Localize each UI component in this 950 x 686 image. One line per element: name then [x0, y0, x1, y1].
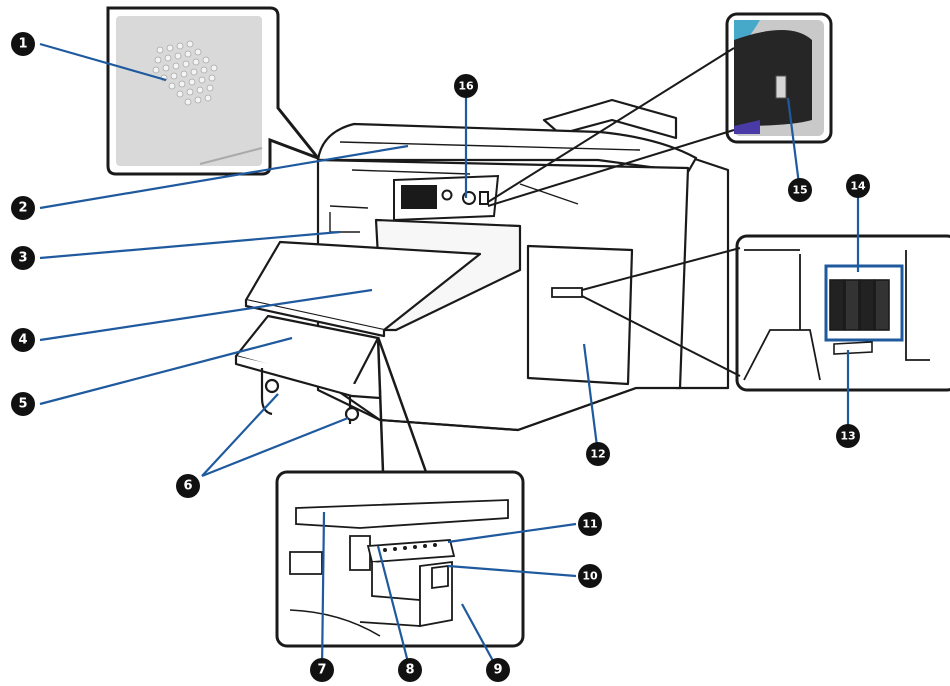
svg-text:13: 13: [840, 430, 855, 443]
svg-text:2: 2: [18, 201, 27, 216]
callout-16: 16: [454, 74, 478, 98]
ink-slot: [551, 287, 583, 298]
inset-connectors: [487, 47, 741, 377]
svg-text:15: 15: [792, 184, 807, 197]
callout-6: 6: [176, 474, 200, 498]
leader-lines: [39, 42, 860, 671]
svg-text:9: 9: [493, 663, 502, 678]
callout-8: 8: [398, 658, 422, 682]
callout-13: 13: [836, 424, 860, 448]
svg-text:5: 5: [18, 397, 27, 412]
callout-5: 5: [11, 392, 35, 416]
callout-7: 7: [310, 658, 334, 682]
port-inset: [725, 12, 833, 144]
lid-details: [329, 141, 641, 233]
svg-text:12: 12: [590, 448, 605, 461]
svg-text:8: 8: [405, 663, 414, 678]
ink-inset: [735, 234, 950, 392]
callout-4: 4: [11, 328, 35, 352]
callout-10: 10: [578, 564, 602, 588]
ink-cartridges: [829, 279, 890, 331]
platen: [244, 240, 482, 338]
svg-text:11: 11: [582, 518, 597, 531]
callout-9: 9: [486, 658, 510, 682]
callout-14: 14: [846, 174, 870, 198]
svg-text:4: 4: [18, 333, 27, 348]
callout-3: 3: [11, 246, 35, 270]
callout-1: 1: [11, 32, 35, 56]
control-panel: [393, 174, 500, 222]
callout-2: 2: [11, 196, 35, 220]
svg-text:6: 6: [183, 479, 192, 494]
platen-underside-inset: [275, 336, 525, 648]
svg-text:7: 7: [317, 663, 326, 678]
vent-inset: [106, 6, 323, 176]
callout-15: 15: [788, 178, 812, 202]
svg-text:1: 1: [18, 37, 27, 52]
callout-badges: 1 2 3 4 5 6 7 8 9 10 11 12 13 14 15 16: [11, 32, 870, 682]
vent-holes: [152, 40, 218, 106]
callout-11: 11: [578, 512, 602, 536]
svg-text:10: 10: [582, 570, 598, 583]
callout-12: 12: [586, 442, 610, 466]
svg-text:16: 16: [458, 80, 474, 93]
svg-text:14: 14: [850, 180, 866, 193]
lower-tray: [234, 314, 382, 424]
svg-text:3: 3: [18, 251, 27, 266]
